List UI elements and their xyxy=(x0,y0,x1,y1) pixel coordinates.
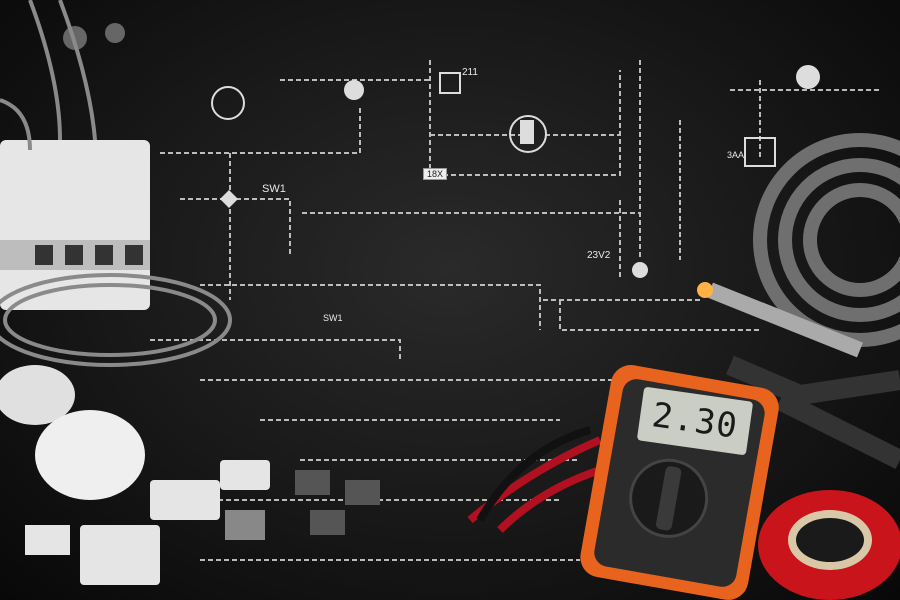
light-bulb xyxy=(0,365,75,425)
conduit-coil xyxy=(753,133,900,347)
schematic-label: 18X xyxy=(423,168,448,180)
light-bulb xyxy=(35,410,145,500)
spark xyxy=(697,282,713,298)
pliers xyxy=(726,355,900,469)
schematic-label: 23V2 xyxy=(587,250,611,261)
schematic-label: SW1 xyxy=(323,313,343,323)
electrical-tape xyxy=(758,490,900,600)
schematic-label: 3AA xyxy=(727,150,745,160)
schematic-label: SW1 xyxy=(262,183,286,195)
circuit-breaker xyxy=(0,140,150,310)
motor-symbol xyxy=(344,80,364,100)
schematic-label: 211 xyxy=(462,67,478,78)
